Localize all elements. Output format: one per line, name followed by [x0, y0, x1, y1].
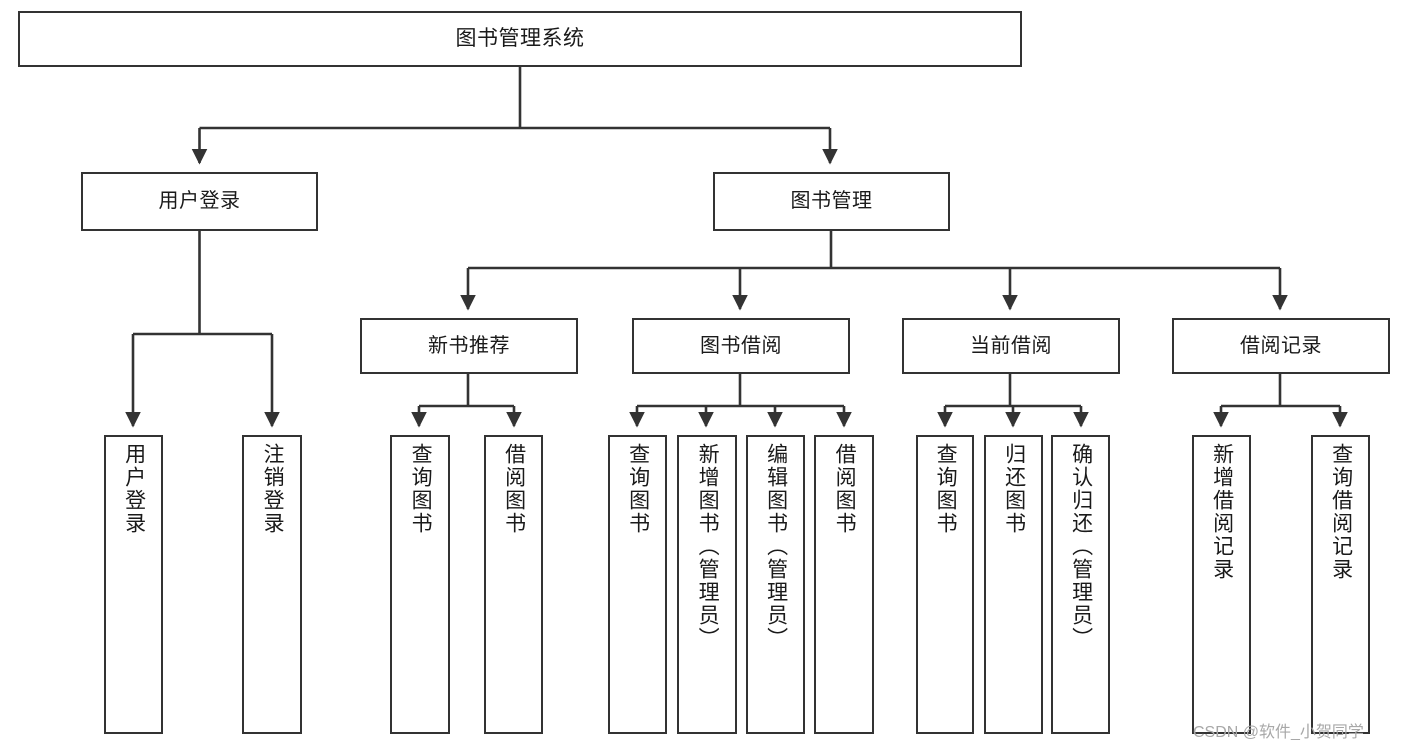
node-leaf-return-book-label: 归还图书 — [1002, 443, 1026, 535]
node-leaf-add-book-label: 新增图书（管理员） — [696, 443, 720, 650]
node-current-borrow-label: 当前借阅 — [970, 334, 1052, 357]
node-leaf-edit-book[interactable]: 编辑图书（管理员） — [746, 435, 805, 734]
node-new-book-recommend-label: 新书推荐 — [428, 334, 510, 357]
node-leaf-query-book-1[interactable]: 查询图书 — [390, 435, 450, 734]
node-leaf-return-book[interactable]: 归还图书 — [984, 435, 1043, 734]
node-user-login-label: 用户登录 — [158, 190, 241, 212]
node-leaf-query-book-3-label: 查询图书 — [934, 443, 958, 535]
node-leaf-user-login[interactable]: 用户登录 — [104, 435, 163, 734]
node-leaf-query-book-3[interactable]: 查询图书 — [916, 435, 974, 734]
node-borrow-record[interactable]: 借阅记录 — [1172, 318, 1390, 374]
node-book-management[interactable]: 图书管理 — [713, 172, 950, 231]
node-leaf-confirm-return-label: 确认归还（管理员） — [1069, 443, 1093, 650]
node-leaf-query-book-1-label: 查询图书 — [409, 443, 433, 535]
node-leaf-logout[interactable]: 注销登录 — [242, 435, 302, 734]
node-root-label: 图书管理系统 — [455, 26, 585, 50]
node-root[interactable]: 图书管理系统 — [18, 11, 1022, 67]
node-leaf-borrow-book-1-label: 借阅图书 — [502, 443, 526, 535]
node-new-book-recommend[interactable]: 新书推荐 — [360, 318, 578, 374]
node-leaf-borrow-book-2-label: 借阅图书 — [833, 443, 857, 535]
node-leaf-add-record-label: 新增借阅记录 — [1210, 443, 1234, 581]
node-leaf-logout-label: 注销登录 — [261, 443, 285, 535]
watermark: CSDN @软件_小贺同学 — [1193, 724, 1364, 741]
node-leaf-edit-book-label: 编辑图书（管理员） — [764, 443, 788, 650]
node-leaf-query-record[interactable]: 查询借阅记录 — [1311, 435, 1370, 734]
node-leaf-query-book-2-label: 查询图书 — [626, 443, 650, 535]
node-borrow-record-label: 借阅记录 — [1240, 334, 1322, 357]
node-leaf-query-book-2[interactable]: 查询图书 — [608, 435, 667, 734]
node-leaf-add-book[interactable]: 新增图书（管理员） — [677, 435, 737, 734]
node-current-borrow[interactable]: 当前借阅 — [902, 318, 1120, 374]
node-leaf-user-login-label: 用户登录 — [122, 443, 146, 535]
node-book-borrow-label: 图书借阅 — [700, 334, 782, 357]
node-book-management-label: 图书管理 — [790, 190, 873, 212]
node-user-login[interactable]: 用户登录 — [81, 172, 318, 231]
node-leaf-query-record-label: 查询借阅记录 — [1329, 443, 1353, 581]
node-leaf-add-record[interactable]: 新增借阅记录 — [1192, 435, 1251, 734]
node-book-borrow[interactable]: 图书借阅 — [632, 318, 850, 374]
node-leaf-borrow-book-2[interactable]: 借阅图书 — [814, 435, 874, 734]
node-leaf-borrow-book-1[interactable]: 借阅图书 — [484, 435, 543, 734]
node-leaf-confirm-return[interactable]: 确认归还（管理员） — [1051, 435, 1110, 734]
